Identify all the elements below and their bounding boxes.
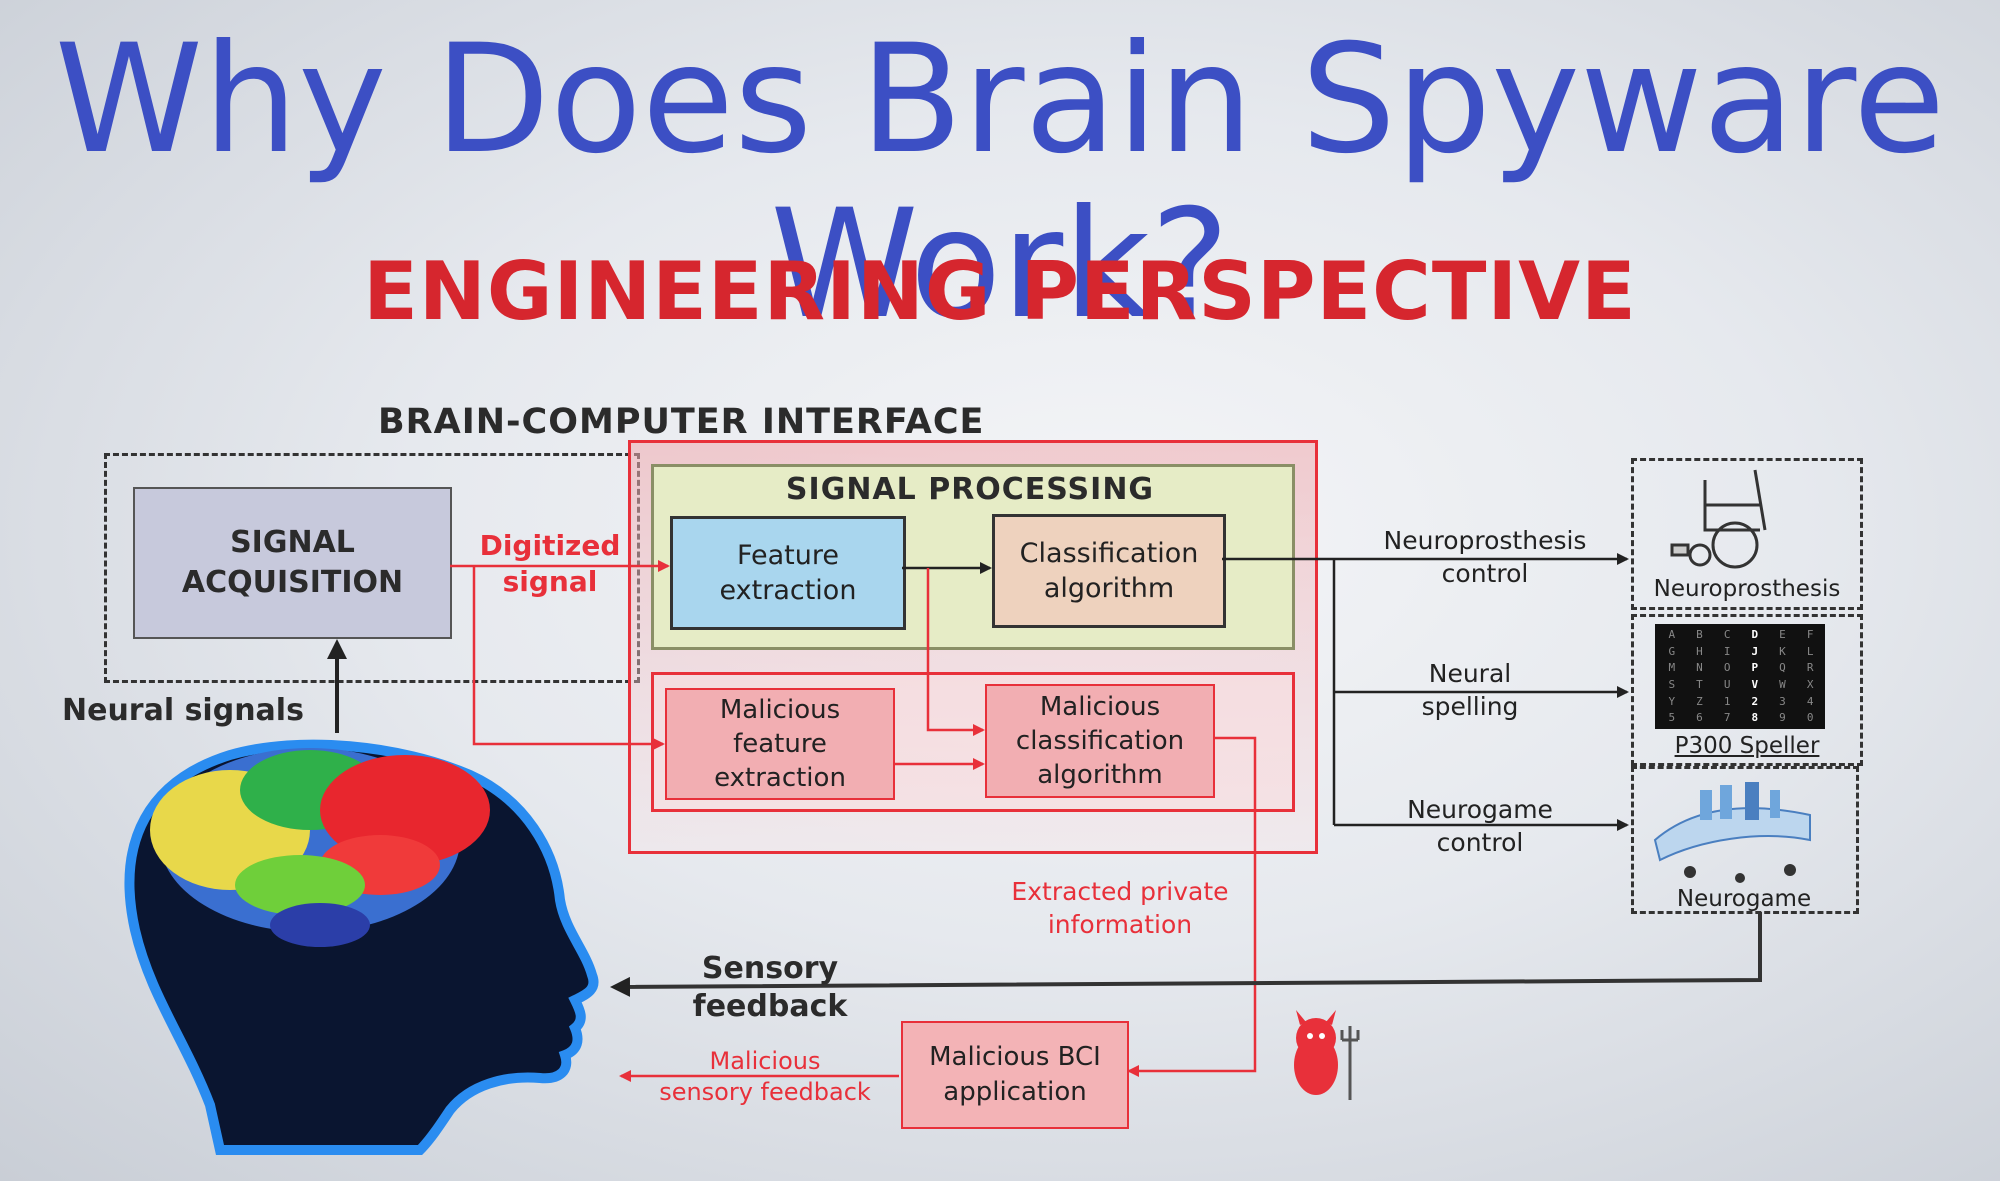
speller-cell: B [1696,628,1703,641]
digitized-to-malicious-arrow [472,566,665,750]
speller-cell: W [1779,677,1786,691]
speller-cell: 2 [1751,694,1759,708]
speller-cell: J [1751,644,1759,658]
speller-cell: F [1806,628,1814,641]
speller-cell: R [1806,661,1814,675]
speller-cell: L [1806,644,1814,658]
speller-cell: 6 [1696,711,1703,725]
speller-cell: Y [1668,694,1676,708]
speller-cell: C [1723,628,1731,641]
classification-block: Classification algorithm [992,514,1226,628]
speller-cell: I [1723,644,1731,658]
p300-speller-caption: P300 Speller [1674,733,1820,759]
neuroprosthesis-caption: Neuroprosthesis [1653,576,1841,602]
sensory-feedback-arrow [610,912,1762,997]
speller-cell: O [1723,661,1731,675]
neural-spelling-label: Neural spelling [1421,659,1519,721]
speller-grid: A B C D E F G H I J K L M N O P Q R S T U V W X Y Z 1 2 3 4 5 6 7 8 9 0 [1658,628,1824,728]
wheelchair-icon [1670,469,1767,569]
private-info-arrow [1127,736,1257,1077]
speller-cell: 4 [1806,694,1814,708]
feature-to-malicious-class-arrow [926,568,985,736]
speller-cell: K [1779,644,1786,658]
speller-cell: 7 [1723,711,1731,725]
digitized-signal-label: Digitized signal [479,529,621,599]
speller-cell: M [1668,661,1676,675]
speller-cell: N [1696,661,1703,675]
speller-cell: 5 [1668,711,1676,725]
p300-speller-box [1631,614,1863,766]
malicious-classification-block: Malicious classification algorithm [985,684,1215,798]
speller-cell: Z [1696,694,1703,708]
neural-signals-label: Neural signals [62,693,304,728]
speller-cell: T [1696,677,1703,691]
malicious-app-block: Malicious BCI application [901,1021,1129,1129]
speller-cell: 0 [1806,711,1814,725]
speller-cell: U [1723,677,1731,691]
devil-icon [1294,1010,1360,1100]
neurogame-icon [1653,782,1811,883]
malicious-sensory-label: Malicious sensory feedback [659,1047,871,1107]
speller-cell: A [1668,628,1676,641]
speller-cell: S [1668,677,1676,691]
speller-cell: 3 [1779,694,1786,708]
speller-cell: V [1751,677,1759,691]
speller-screen [1655,624,1825,729]
signal-processing-label: SIGNAL PROCESSING [785,472,1155,507]
neuroprosthesis-control-label: Neuroprosthesis control [1383,526,1587,588]
slide-title: Why Does Brain Spyware Work? [54,13,1946,352]
extracted-private-label: Extracted private information [1011,877,1229,939]
speller-cell: 8 [1751,711,1759,725]
speller-cell: 9 [1779,711,1786,725]
malicious-feature-block: Malicious feature extraction [665,688,895,800]
neurogame-box [1631,766,1859,914]
speller-cell: Q [1779,661,1786,675]
speller-cell: P [1751,661,1759,675]
sensory-feedback-label: Sensory feedback [692,951,848,1025]
speller-cell: 1 [1723,694,1731,708]
slide-subtitle: ENGINEERING PERSPECTIVE [363,245,1637,338]
neurogame-caption: Neurogame [1676,886,1812,912]
speller-cell: E [1779,628,1786,641]
feature-extraction-block: Feature extraction [670,516,906,630]
speller-cell: X [1806,677,1814,691]
speller-cell: D [1751,628,1759,641]
bci-label: BRAIN-COMPUTER INTERFACE [378,402,985,442]
speller-cell: H [1696,644,1703,658]
brain-head-illustration [124,739,599,1155]
signal-acquisition-block: SIGNAL ACQUISITION [133,487,452,639]
speller-cell: G [1668,644,1676,658]
neurogame-control-label: Neurogame control [1407,795,1553,857]
neuroprosthesis-box [1631,458,1863,610]
